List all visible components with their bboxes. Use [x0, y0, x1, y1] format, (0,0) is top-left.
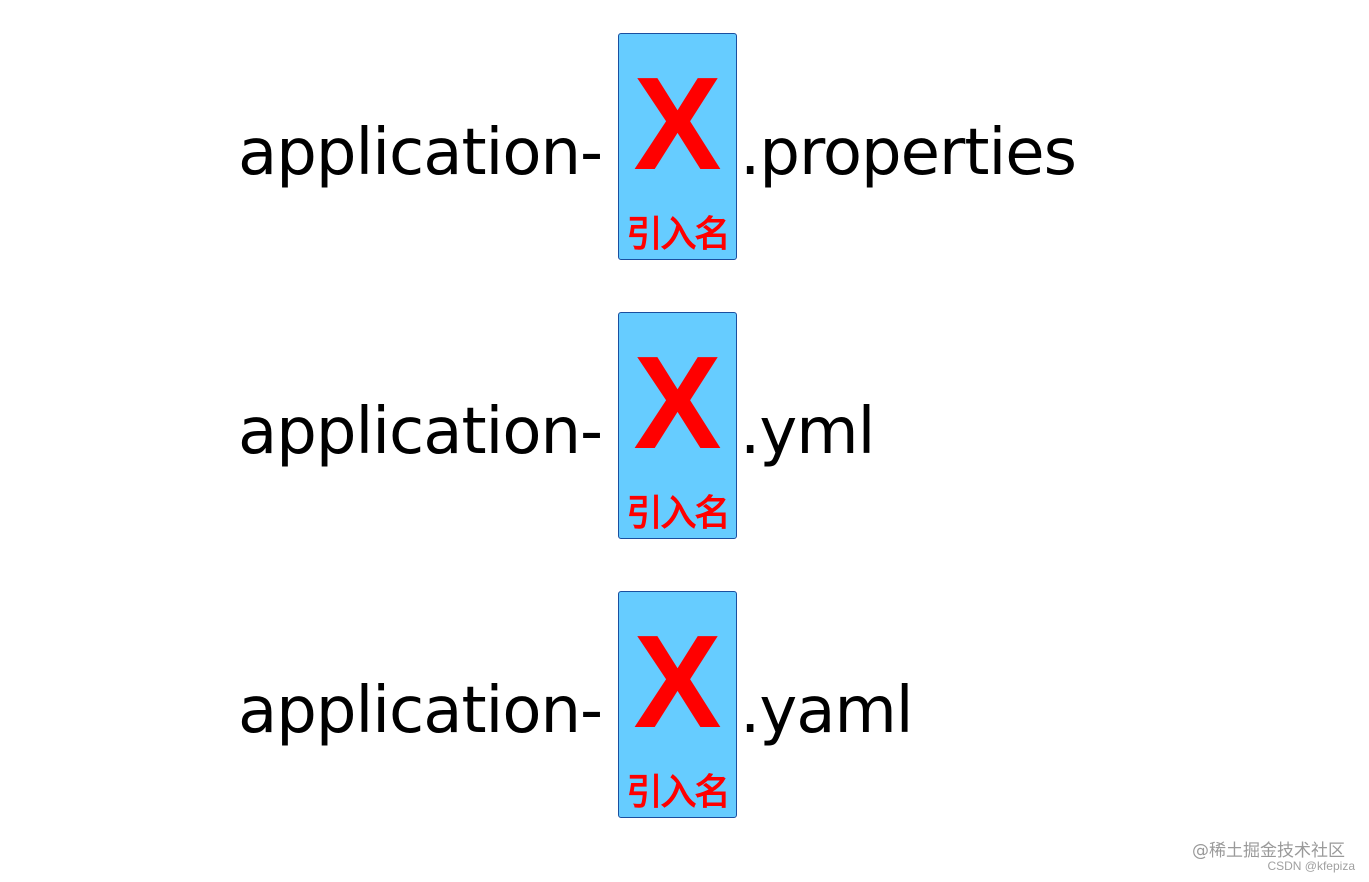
placeholder-label: 引入名	[626, 214, 730, 255]
placeholder-box: X 引入名	[618, 33, 737, 260]
filename-suffix: .properties	[740, 116, 1077, 190]
watermark-csdn: CSDN @kfepiza	[1267, 859, 1355, 873]
filename-row-properties: application- X 引入名 .properties	[0, 33, 1369, 263]
placeholder-x-mark: X	[633, 608, 722, 755]
placeholder-box: X 引入名	[618, 312, 737, 539]
filename-prefix: application-	[238, 674, 603, 748]
placeholder-label: 引入名	[626, 493, 730, 534]
filename-row-yml: application- X 引入名 .yml	[0, 312, 1369, 542]
placeholder-label: 引入名	[626, 772, 730, 813]
filename-suffix: .yaml	[740, 674, 914, 748]
filename-prefix: application-	[238, 395, 603, 469]
filename-row-yaml: application- X 引入名 .yaml	[0, 591, 1369, 821]
filename-prefix: application-	[238, 116, 603, 190]
filename-suffix: .yml	[740, 395, 875, 469]
placeholder-box: X 引入名	[618, 591, 737, 818]
placeholder-x-mark: X	[633, 50, 722, 197]
watermark-juejin: @稀土掘金技术社区	[1192, 841, 1345, 861]
placeholder-x-mark: X	[633, 329, 722, 476]
